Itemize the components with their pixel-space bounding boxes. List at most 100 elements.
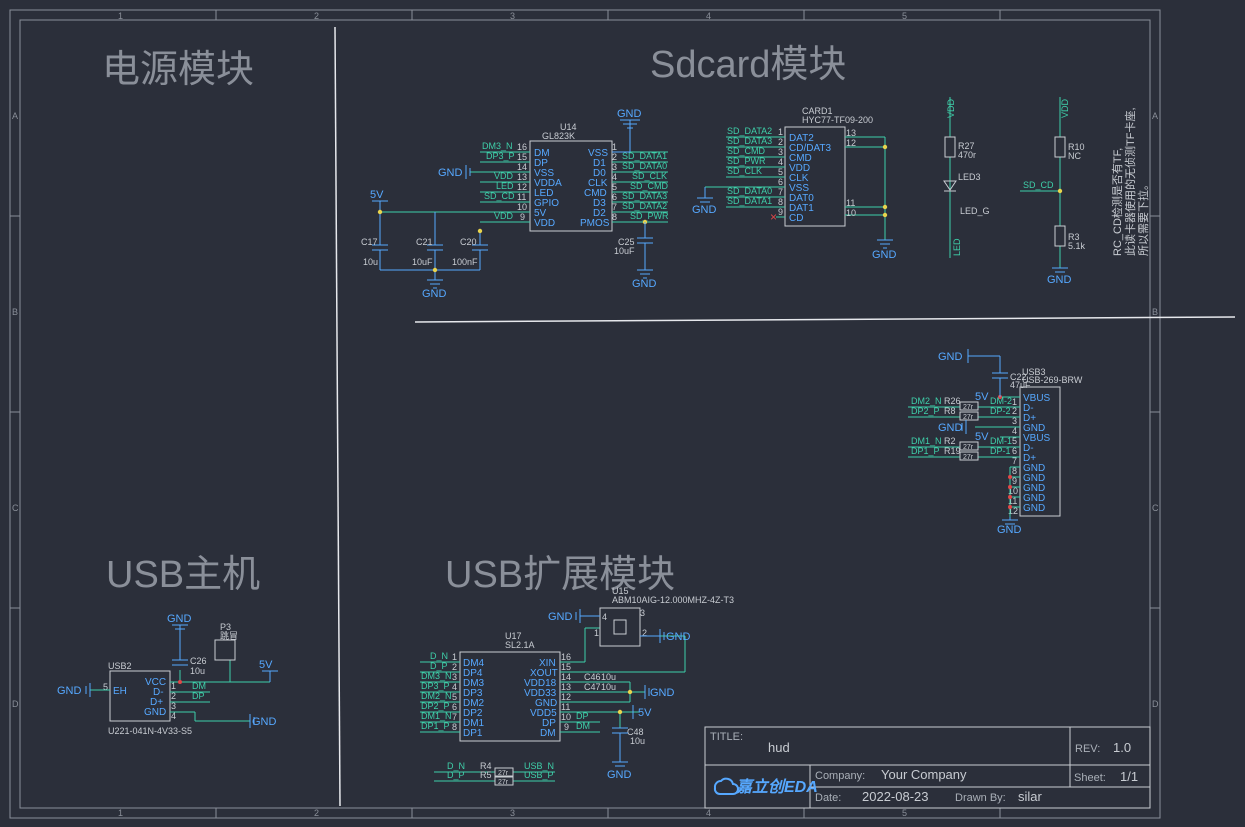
usb3-pin-num: 10 [1008, 486, 1018, 496]
card1-pin-num: 11 [846, 198, 855, 208]
u14-pin-num: 16 [517, 142, 527, 152]
c25-network [637, 222, 653, 279]
note-line: 所以需要下拉。 [1136, 179, 1150, 256]
u14-pin-num: 15 [517, 152, 527, 162]
inner-frame [19, 19, 1151, 809]
logo-icon [713, 777, 739, 795]
sheet-value: 1/1 [1120, 769, 1138, 784]
usb3-pin-num: 3 [1012, 416, 1017, 426]
v5-label: 5V [370, 189, 384, 201]
row-label: C [1152, 503, 1159, 513]
usb2-value: U221-041N-4V33-S5 [108, 726, 192, 736]
usb3-pin-num: 5 [1012, 436, 1017, 446]
u14-gnd-left [465, 165, 471, 179]
u14-pin-label: DM [534, 148, 550, 159]
no-connect-mark: × [770, 210, 777, 224]
u14-pin-num: 2 [612, 152, 617, 162]
res-value: 27r [963, 454, 974, 461]
junctions [377, 209, 648, 273]
r27-body [944, 136, 956, 158]
u14-pin-num: 7 [612, 202, 617, 212]
u15-crystal[interactable]: U15 ABM10AIG-12.000MHZ-4Z-T3 4 3 1 2 GND… [548, 586, 734, 647]
ruler-labels: 1 2 3 4 5 1 2 3 4 5 A B C D A B C D [12, 11, 1159, 818]
usb2-body [109, 670, 171, 722]
card1-pin-num: 3 [778, 147, 783, 157]
usb3-pin: VBUS [1023, 433, 1051, 444]
cd-pulldown-block[interactable]: VDD SD_CD R10 NC R3 5.1k GND [1020, 97, 1086, 286]
r10-body [1054, 136, 1066, 158]
net-label: SD_CMD [630, 181, 669, 191]
c47-ref: C47 [584, 682, 601, 692]
usb3-pin: D+ [1023, 413, 1036, 424]
u14-pin-label: PMOS [580, 218, 610, 229]
net-label: DM1_N [911, 436, 942, 446]
hub-series-resistors[interactable]: 27r 27r D_N D_P USB_N USB_P R4 R5 [434, 761, 555, 786]
u14-pin-num: 6 [612, 192, 617, 202]
p3-value: 跳冒 [220, 630, 238, 641]
gnd-label: GND [692, 204, 717, 216]
c17-value: 10u [363, 257, 378, 267]
net-label: D_P [430, 661, 448, 671]
u17-pin: XOUT [530, 668, 558, 679]
net-label: SD_DATA2 [727, 126, 772, 136]
card1-component[interactable]: CARD1 HYC77-TF09-200 DAT2 CD/DAT3 CMD VD… [705, 106, 886, 240]
c17-ref: C17 [361, 237, 378, 247]
u17-pin-num: 10 [561, 712, 571, 722]
u15-pin-num: 1 [594, 628, 599, 638]
gnd-label: GND [252, 716, 277, 728]
u17-pin: VDD5 [530, 708, 557, 719]
sdcard-note: RC_CD检测是否有TF, 此读卡器使用的无侦测TF卡座, 所以需要下拉。 [1110, 108, 1150, 257]
u14-ref: U14 [560, 122, 577, 132]
u17-pin-num: 11 [561, 702, 570, 712]
u17-pin: DM4 [463, 658, 485, 669]
usb3-pin: GND [1023, 463, 1045, 474]
net-label: DP1_P [421, 721, 450, 731]
v5-label: 5V [638, 707, 652, 719]
usb3-component[interactable]: USB3 USB-269-BRW VBUS D- D+ GND VBUS D- … [908, 349, 1083, 536]
c46-ref: C46 [584, 672, 601, 682]
card1-pin-num: 10 [846, 208, 856, 218]
gnd-label: GND [632, 278, 657, 290]
net-label: DP3_P [486, 151, 515, 161]
u14-pin-label: CLK [588, 178, 608, 189]
u14-body [529, 140, 613, 232]
outer-frame [9, 9, 1161, 819]
usb3-pin-num: 8 [1012, 466, 1017, 476]
u17-value: SL2.1A [505, 640, 535, 650]
u17-pin: DM [540, 728, 556, 739]
u17-pin: DP2 [463, 708, 483, 719]
card1-pin-num: 12 [846, 138, 856, 148]
usb3-pin: D+ [1023, 453, 1036, 464]
led3-block[interactable]: VDD LED R27 470r LED3 LED_G [943, 97, 990, 258]
res-value: 27r [963, 444, 974, 451]
card1-pin-label: VDD [789, 163, 810, 174]
u14-pin-label: D3 [593, 198, 606, 209]
u14-pin-label: 5V [534, 208, 547, 219]
u14-component[interactable]: U14 GL823K DM DP VSS VDDA LED GPIO 5V VD… [380, 122, 669, 232]
col-label: 4 [706, 11, 711, 21]
sheet-label: Sheet: [1074, 772, 1106, 784]
u17-pin-num: 6 [452, 702, 457, 712]
net-label: SD_DATA1 [727, 196, 772, 206]
u15-pin-num: 3 [640, 608, 645, 618]
net-label: DM [576, 721, 590, 731]
u14-pin-num: 10 [517, 202, 527, 212]
net-label: DP1_P [911, 446, 940, 456]
net-label: D_P [447, 770, 465, 780]
col-label: 2 [314, 11, 319, 21]
net-label: DP2_P [911, 406, 940, 416]
net-label: DP [576, 711, 589, 721]
usb2-component[interactable]: USB2 U221-041N-4V33-S5 EH 5 VCC D- D+ GN… [57, 613, 278, 736]
net-label: DP-2 [990, 406, 1011, 416]
u17-pin-num: 15 [561, 662, 571, 672]
row-label: C [12, 503, 19, 513]
section-dividers [334, 26, 1236, 807]
u17-pin-num: 16 [561, 652, 571, 662]
u17-pin: XIN [539, 658, 556, 669]
u14-pin-label: VDD [534, 218, 555, 229]
u17-pin-num: 2 [452, 662, 457, 672]
card1-pin-num: 7 [778, 187, 783, 197]
u14-pin-num: 5 [612, 182, 617, 192]
title-label: TITLE: [710, 731, 743, 743]
